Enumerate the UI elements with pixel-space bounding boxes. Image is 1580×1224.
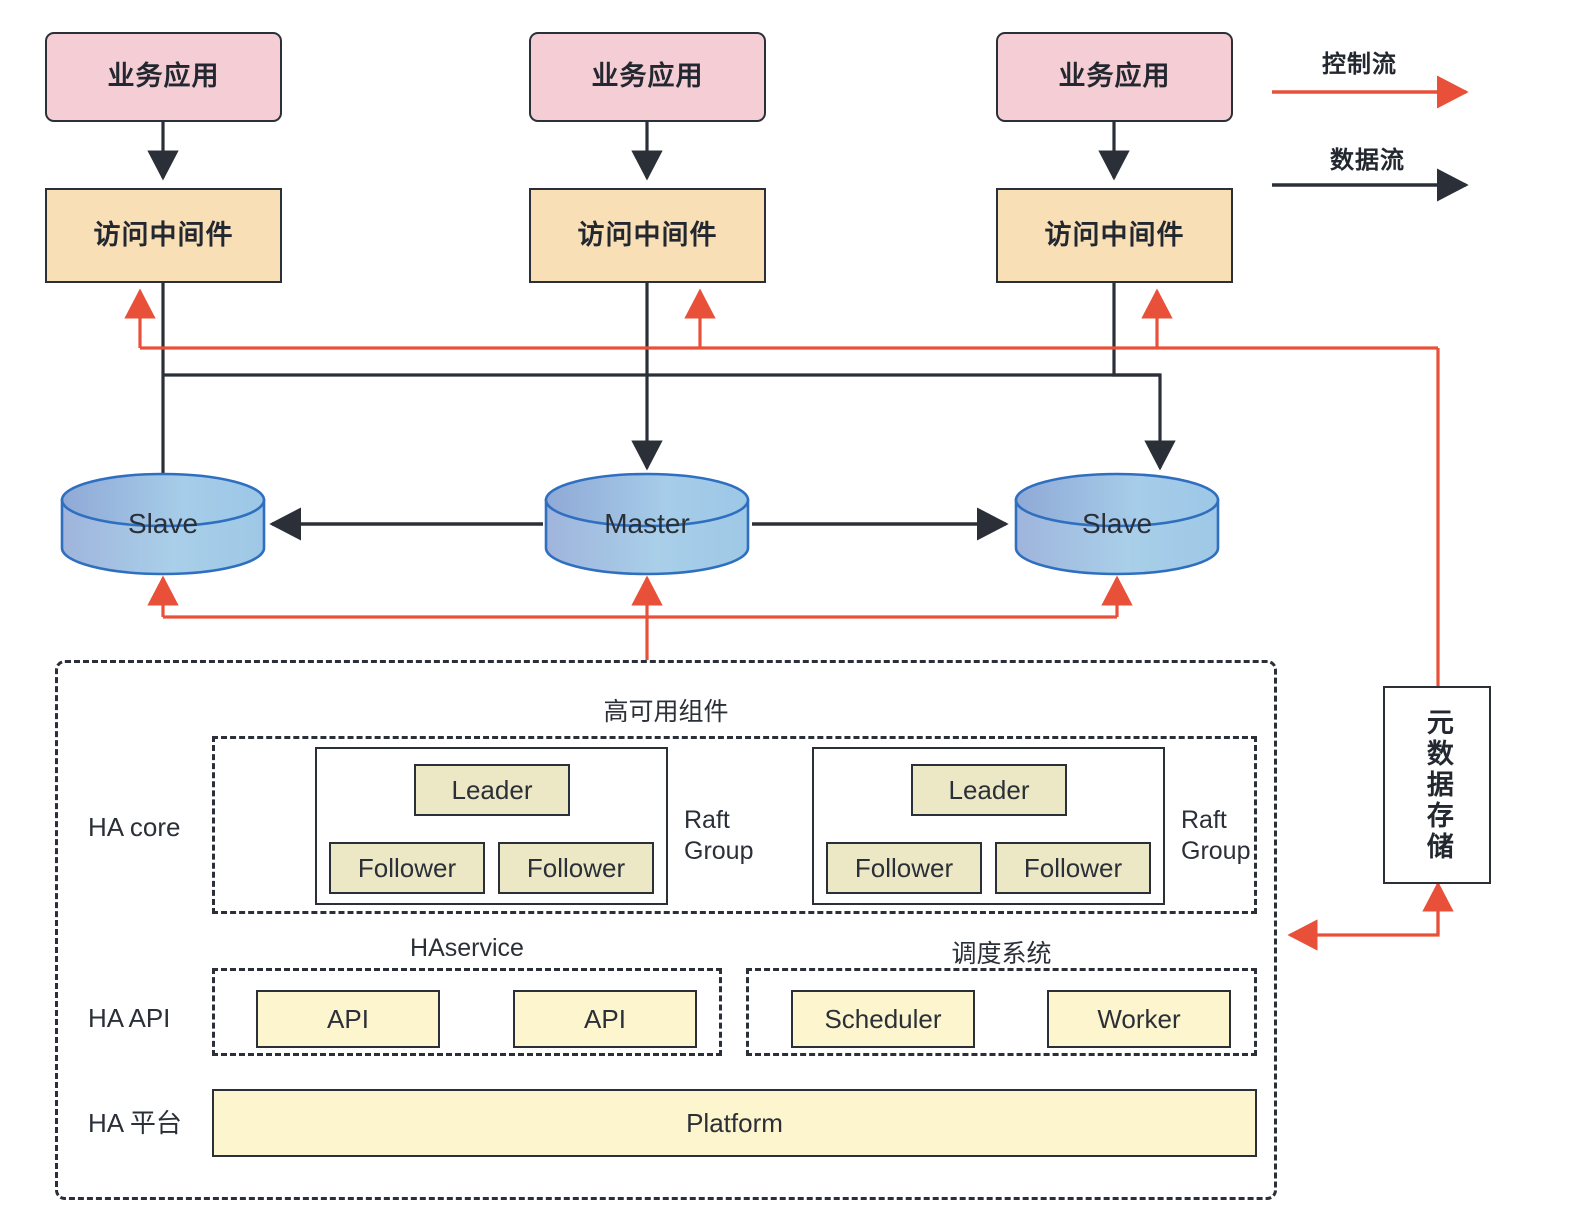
raft-group-label-line1: Raft (1181, 806, 1227, 834)
metadata-storage-label: 元数据存储 (1422, 707, 1453, 863)
tier-label-ha-api: HA API (88, 1003, 171, 1033)
db-label: Slave (1081, 508, 1153, 539)
worker-box: Worker (1047, 990, 1231, 1048)
db-node-slave-left: Slave (62, 474, 264, 574)
db-label: Master (604, 508, 690, 539)
business-app-box-2: 业务应用 (529, 32, 766, 122)
ha-container-title: 高可用组件 (603, 698, 729, 726)
haservice-group-title: HAservice (410, 934, 524, 962)
metadata-storage-box: 元数据存储 (1383, 686, 1491, 884)
raft-follower-1a: Follower (329, 842, 485, 894)
haservice-group-band (212, 968, 722, 1056)
db-node-master: Master (546, 474, 748, 574)
access-middleware-box-2: 访问中间件 (529, 188, 766, 283)
platform-box: Platform (212, 1089, 1257, 1157)
raft-follower-1b: Follower (498, 842, 654, 894)
raft-group-label-1: Raft Group (684, 805, 753, 866)
scheduler-box: Scheduler (791, 990, 975, 1048)
access-middleware-box-3: 访问中间件 (996, 188, 1233, 283)
access-middleware-box-1: 访问中间件 (45, 188, 282, 283)
scheduler-group-title: 调度系统 (951, 940, 1052, 968)
db-label: Slave (127, 508, 199, 539)
db-node-slave-right: Slave (1016, 474, 1218, 574)
ha-component-container (55, 660, 1277, 1200)
legend-control-flow-label: 控制流 (1322, 51, 1397, 78)
ha-core-band (212, 736, 1257, 914)
raft-group-label-line1: Raft (684, 806, 730, 834)
raft-leader-2: Leader (911, 764, 1067, 816)
scheduler-group-band (746, 968, 1257, 1056)
business-app-box-1: 业务应用 (45, 32, 282, 122)
haservice-api-1: API (256, 990, 440, 1048)
legend-data-flow-label: 数据流 (1330, 147, 1405, 174)
raft-group-label-line2: Group (1181, 836, 1251, 865)
tier-label-ha-platform: HA 平台 (88, 1108, 182, 1138)
business-app-box-3: 业务应用 (996, 32, 1233, 122)
tier-label-ha-core: HA core (88, 812, 181, 842)
raft-group-label-line2: Group (684, 836, 754, 865)
haservice-api-2: API (513, 990, 697, 1048)
raft-follower-2a: Follower (826, 842, 982, 894)
raft-follower-2b: Follower (995, 842, 1151, 894)
raft-group-label-2: Raft Group (1181, 805, 1250, 866)
raft-leader-1: Leader (414, 764, 570, 816)
